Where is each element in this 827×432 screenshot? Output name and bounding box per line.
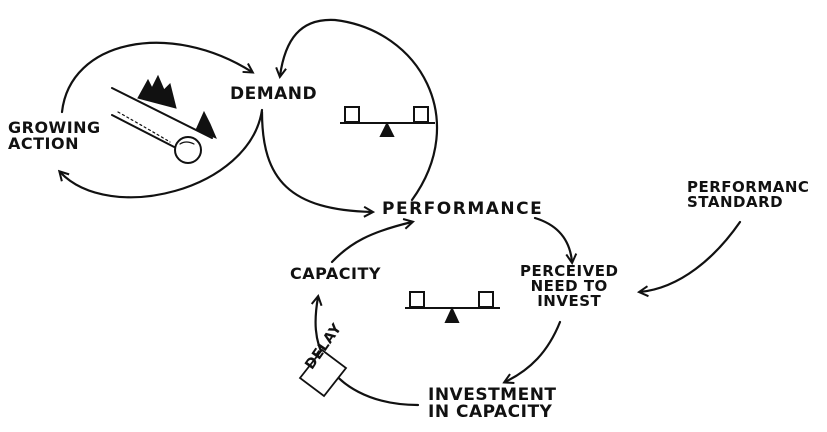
delay-marker — [298, 348, 348, 398]
arrow-demand-to-growing — [60, 108, 264, 199]
snowball-icon — [111, 74, 217, 164]
arrow-growing-to-demand — [60, 41, 252, 114]
node-growing-action: GROWING ACTION — [8, 118, 101, 153]
arrow-perceived-to-investment — [505, 320, 562, 382]
node-investment-in-capacity: INVESTMENT IN CAPACITY — [428, 385, 557, 422]
balance-scale-icon — [405, 291, 500, 323]
arrow-performance-to-perceived — [533, 216, 572, 262]
node-demand: DEMAND — [230, 84, 318, 104]
arrow-performance-to-demand — [280, 18, 439, 202]
node-perceived-need-to-invest: PERCEIVED NEED TO INVEST — [520, 262, 619, 310]
arrow-investment-to-capacity — [316, 297, 420, 407]
arrow-demand-to-performance — [260, 110, 372, 212]
node-capacity: CAPACITY — [290, 264, 381, 283]
arrow-capacity-to-performance — [330, 222, 412, 264]
arrow-standard-to-perceived — [640, 220, 742, 292]
balance-scale-icon — [340, 106, 435, 137]
node-performance: PERFORMANCE — [382, 199, 544, 219]
node-performance-standard: PERFORMANC STANDARD — [687, 178, 810, 211]
